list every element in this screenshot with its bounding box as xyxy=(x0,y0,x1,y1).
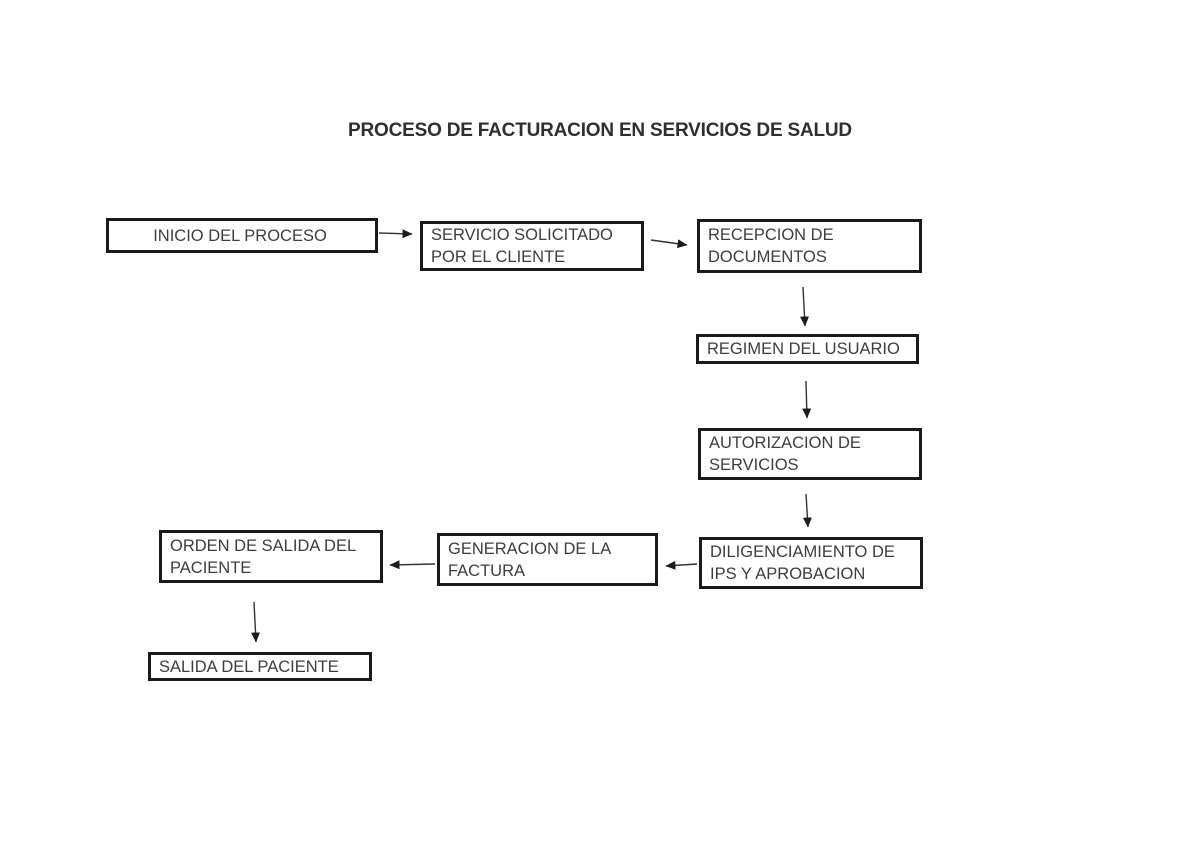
diagram-title: PROCESO DE FACTURACION EN SERVICIOS DE S… xyxy=(348,120,852,141)
arrow-regimen-to-autorizacion xyxy=(802,380,812,419)
flow-node-label: RECEPCION DE DOCUMENTOS xyxy=(708,226,834,266)
flow-node-label: DILIGENCIAMIENTO DE IPS Y APROBACION xyxy=(710,543,895,583)
arrow-orden-to-salida xyxy=(251,601,261,643)
arrow-servicio-to-recepcion xyxy=(650,239,688,249)
flow-node-generacion-factura: GENERACION DE LA FACTURA xyxy=(437,533,658,586)
flow-node-label: REGIMEN DEL USUARIO xyxy=(707,340,900,358)
flow-node-servicio-solicitado: SERVICIO SOLICITADO POR EL CLIENTE xyxy=(420,221,644,271)
flow-node-label: SALIDA DEL PACIENTE xyxy=(159,657,339,676)
flow-node-label: SERVICIO SOLICITADO POR EL CLIENTE xyxy=(431,226,613,266)
arrow-autorizacion-to-diligenciamiento xyxy=(802,493,812,528)
arrow-generacion-to-orden xyxy=(389,560,436,570)
flow-node-inicio-del-proceso: INICIO DEL PROCESO xyxy=(106,218,378,253)
arrow-inicio-to-servicio xyxy=(378,229,413,239)
flow-node-label: INICIO DEL PROCESO xyxy=(153,226,327,245)
flow-node-label: ORDEN DE SALIDA DEL PACIENTE xyxy=(170,536,357,577)
flow-node-salida-paciente: SALIDA DEL PACIENTE xyxy=(148,652,372,681)
flow-node-label: AUTORIZACION DE SERVICIOS xyxy=(709,434,861,474)
flow-node-regimen-usuario: REGIMEN DEL USUARIO xyxy=(696,334,919,364)
flow-node-orden-salida-paciente: ORDEN DE SALIDA DEL PACIENTE xyxy=(159,530,383,583)
flow-node-label: GENERACION DE LA FACTURA xyxy=(448,539,612,580)
arrow-diligenciamiento-to-generacion xyxy=(665,560,698,570)
arrow-recepcion-to-regimen xyxy=(800,286,810,327)
flow-node-diligenciamiento-ips: DILIGENCIAMIENTO DE IPS Y APROBACION xyxy=(699,537,923,589)
flow-node-recepcion-documentos: RECEPCION DE DOCUMENTOS xyxy=(697,219,922,273)
flow-node-autorizacion-servicios: AUTORIZACION DE SERVICIOS xyxy=(698,428,922,480)
